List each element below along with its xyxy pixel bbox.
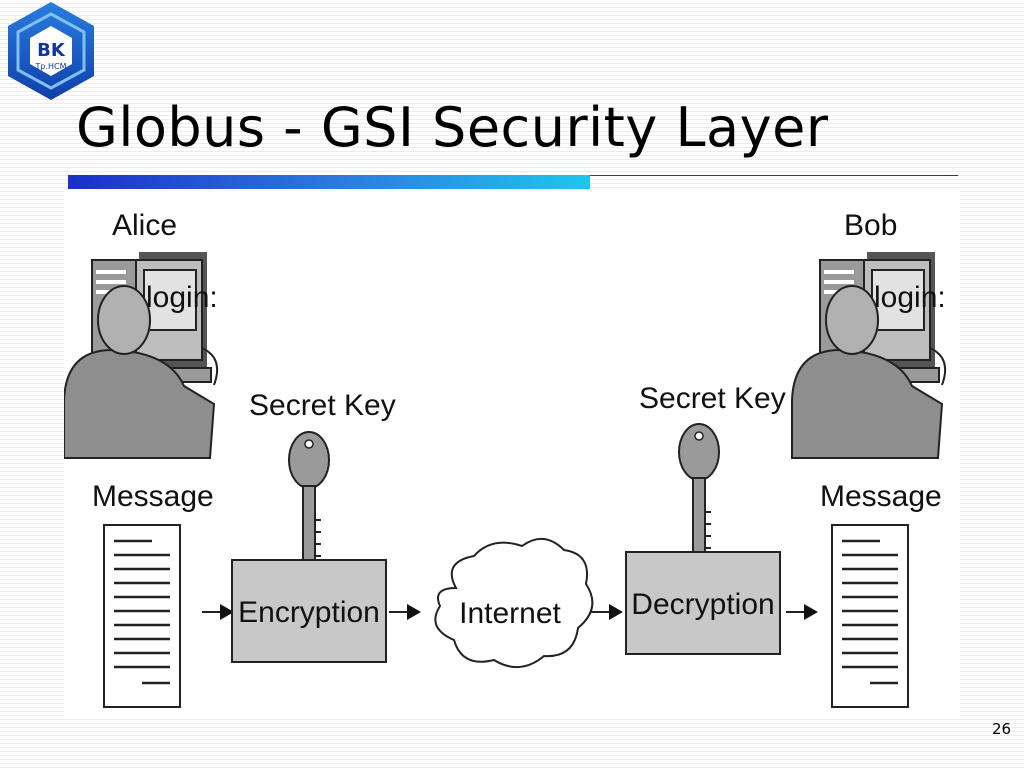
arrow-icon bbox=[785, 603, 819, 621]
title-underline-line bbox=[590, 175, 958, 176]
receiver-screen-text: login: bbox=[874, 281, 946, 314]
logo-text-bottom: Tp.HCM bbox=[34, 62, 66, 71]
encryption-label: Encryption bbox=[238, 596, 380, 629]
sender-screen-text: login: bbox=[146, 281, 218, 314]
internet-label: Internet bbox=[459, 597, 561, 630]
left-message-label: Message bbox=[92, 480, 214, 513]
right-secret-key-icon bbox=[678, 423, 720, 561]
internet-cloud-icon bbox=[434, 538, 594, 668]
arrow-icon bbox=[590, 603, 624, 621]
university-logo: BK Tp.HCM bbox=[0, 0, 102, 102]
encryption-box bbox=[231, 559, 387, 663]
right-message-label: Message bbox=[820, 480, 942, 513]
page-number: 26 bbox=[992, 720, 1012, 738]
decryption-label: Decryption bbox=[631, 588, 774, 621]
title-underline-gradient bbox=[68, 175, 590, 189]
decryption-box bbox=[625, 551, 781, 655]
left-key-label: Secret Key bbox=[249, 389, 396, 422]
receiver-name: Bob bbox=[844, 209, 897, 242]
arrow-icon bbox=[388, 603, 422, 621]
right-key-label: Secret Key bbox=[639, 382, 786, 415]
logo-text-top: BK bbox=[37, 40, 66, 61]
encryption-diagram: Alice Bob login: login: Secret Key Secre… bbox=[64, 190, 960, 717]
left-secret-key-icon bbox=[288, 431, 330, 569]
receiver-message-document-icon bbox=[830, 523, 910, 709]
arrow-icon bbox=[201, 603, 235, 621]
slide-title: Globus - GSI Security Layer bbox=[76, 96, 829, 159]
sender-name: Alice bbox=[112, 209, 177, 242]
sender-message-document-icon bbox=[102, 523, 182, 709]
